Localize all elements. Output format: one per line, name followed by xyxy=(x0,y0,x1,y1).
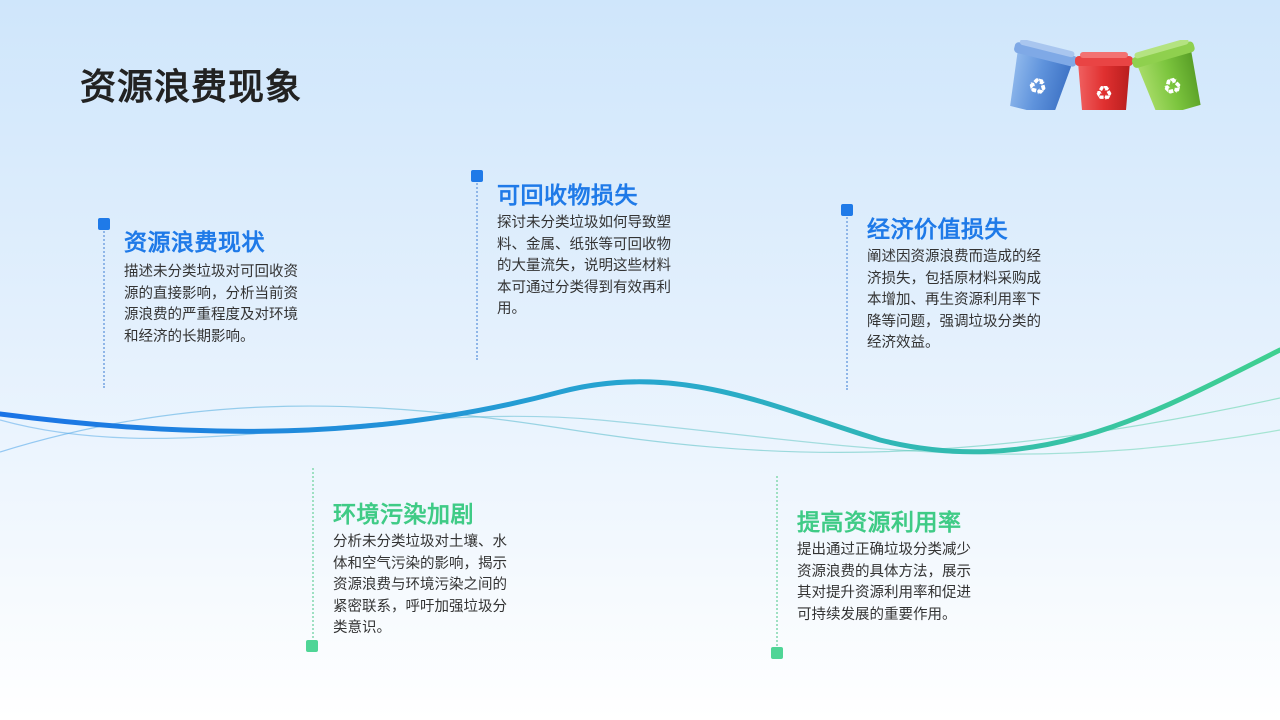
card-connector-line xyxy=(776,476,778,646)
page-title: 资源浪费现象 xyxy=(80,67,303,108)
card-marker xyxy=(841,204,853,216)
card-marker xyxy=(471,170,483,182)
card-title: 提高资源利用率 xyxy=(797,510,962,536)
card-marker xyxy=(306,640,318,652)
card-marker xyxy=(98,218,110,230)
blue-recycle-bin-icon: ♻ xyxy=(1010,40,1078,110)
card-connector-line xyxy=(103,228,105,388)
card-marker xyxy=(771,647,783,659)
red-recycle-bin-icon: ♻ xyxy=(1075,52,1133,110)
card-title: 经济价值损失 xyxy=(867,217,1008,243)
card-body: 阐述因资源浪费而造成的经济损失，包括原材料采购成本增加、再生资源利用率下降等问题… xyxy=(867,249,1041,351)
card-body: 探讨未分类垃圾如何导致塑料、金属、纸张等可回收物的大量流失，说明这些材料本可通过… xyxy=(497,215,671,317)
card-title: 可回收物损失 xyxy=(497,183,638,209)
card-title: 资源浪费现状 xyxy=(124,230,265,256)
card-body: 描述未分类垃圾对可回收资源的直接影响，分析当前资源浪费的严重程度及对环境和经济的… xyxy=(124,264,298,345)
card-title: 环境污染加剧 xyxy=(333,502,474,528)
card-body: 分析未分类垃圾对土壤、水体和空气污染的影响，揭示资源浪费与环境污染之间的紧密联系… xyxy=(333,534,507,636)
svg-text:♻: ♻ xyxy=(1095,81,1113,105)
card-connector-line xyxy=(312,468,314,638)
recycle-bins-illustration: ♻ ♻ ♻ xyxy=(1010,40,1201,110)
card-connector-line xyxy=(846,214,848,390)
green-recycle-bin-icon: ♻ xyxy=(1131,40,1201,110)
card-connector-line xyxy=(476,180,478,360)
card-body: 提出通过正确垃圾分类减少资源浪费的具体方法，展示其对提升资源利用率和促进可持续发… xyxy=(797,542,971,623)
